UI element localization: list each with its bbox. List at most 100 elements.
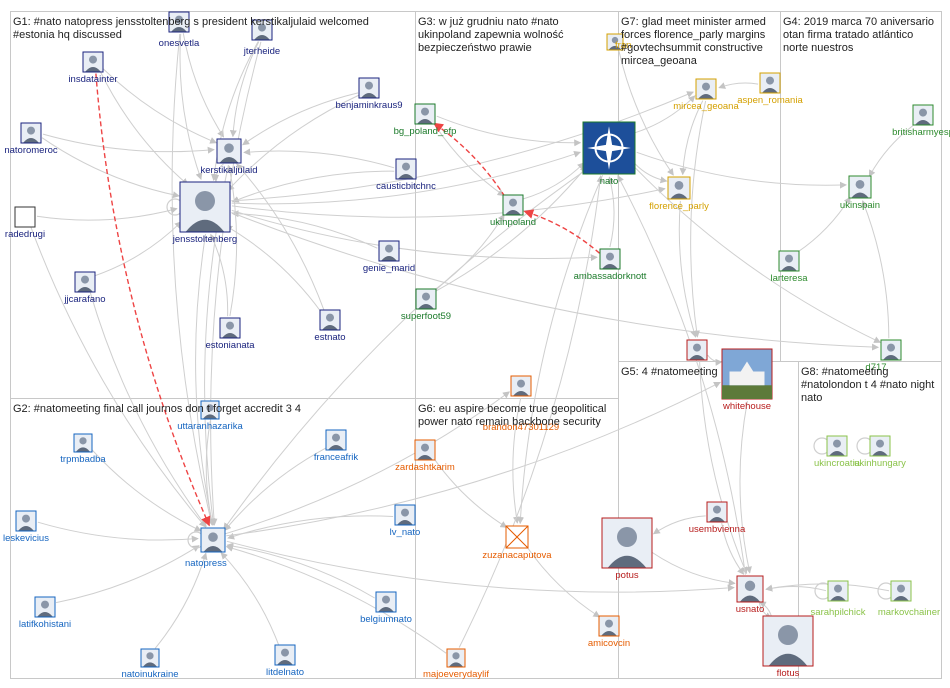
node-sarahpilchick[interactable]: sarahpilchick [811, 580, 866, 618]
edge [227, 94, 360, 192]
node-belgiumnato[interactable]: belgiumnato [360, 591, 412, 625]
node-ed717[interactable]: d717 [865, 339, 902, 373]
avatar-body [769, 653, 807, 666]
node-florence_parly[interactable]: florence_parly [649, 176, 709, 212]
edge [690, 100, 707, 338]
node-majoeverydaylif[interactable]: majoeverydaylif [423, 648, 489, 680]
node-leskevicius[interactable]: leskevicius [3, 510, 49, 544]
avatar-body [222, 332, 238, 338]
edge [210, 233, 229, 317]
nato-star-shape [587, 126, 631, 170]
group-title-line: ukinpoland zapewnia wolność [418, 29, 564, 41]
node-label: kerstikaljulaid [200, 165, 257, 176]
node-jensstoltenberg[interactable]: jensstoltenberg [172, 181, 237, 245]
edge [618, 51, 674, 176]
node-usembvienna[interactable]: usembvienna [689, 501, 746, 535]
node-label: ukinpoland [490, 217, 536, 228]
node-label: superfoot59 [401, 311, 451, 322]
avatar-head [421, 107, 429, 116]
node-jterheide[interactable]: jterheide [243, 19, 280, 57]
node-estonianata[interactable]: estonianata [205, 317, 255, 351]
node-insdatainter[interactable]: insdatainter [68, 51, 118, 85]
node-britisharmyesp[interactable]: britisharmyesp [892, 104, 950, 138]
node-fran[interactable]: fran [606, 33, 631, 51]
avatar-body [670, 193, 688, 199]
node-label: onesvetla [159, 38, 200, 49]
node-litdelnato[interactable]: litdelnato [266, 644, 304, 678]
node-larteresa[interactable]: larteresa [771, 250, 809, 284]
edge [636, 151, 847, 189]
group-title-line: #natolondon t 4 #nato night [801, 379, 934, 391]
avatar-head [332, 433, 340, 442]
avatar-head [224, 143, 234, 153]
edge [525, 545, 601, 618]
node-superfoot59[interactable]: superfoot59 [401, 288, 451, 322]
edge [42, 133, 215, 154]
avatar-body [740, 595, 760, 602]
avatar-head [421, 443, 429, 452]
node-g5node[interactable] [686, 339, 708, 361]
avatar-head [606, 252, 614, 261]
node-zuzanacaputova[interactable]: zuzanacaputova [482, 525, 552, 561]
edge [41, 137, 180, 199]
node-aspen_romania[interactable]: aspen_romania [737, 72, 803, 106]
node-ukincroatia[interactable]: ukincroatia [814, 435, 861, 469]
node-benjaminkraus9[interactable]: benjaminkraus9 [335, 77, 403, 111]
node-uttaranhazarika[interactable]: uttaranhazarika [177, 400, 243, 432]
node-bg_poland_efp[interactable]: bg_poland_efp [394, 103, 457, 137]
edge [95, 221, 182, 277]
edge [225, 391, 510, 535]
node-label: natopress [185, 558, 227, 569]
avatar-body [76, 447, 90, 452]
avatar-head [175, 15, 183, 24]
node-lv_nato[interactable]: lv_nato [390, 504, 421, 538]
node-natoromeroc[interactable]: natoromeroc [4, 122, 58, 156]
node-label: natoinukraine [121, 669, 178, 680]
node-radedrugi[interactable]: radedrugi [5, 206, 45, 240]
avatar-head [834, 584, 842, 593]
node-ukinpoland[interactable]: ukinpoland [490, 194, 536, 228]
node-natoinukraine[interactable]: natoinukraine [121, 648, 179, 680]
blank-avatar-icon [14, 206, 36, 228]
node-brandon[interactable]: brandon47301129 [483, 375, 559, 433]
node-flotus[interactable]: flotus [762, 615, 814, 679]
node-label: estonianata [205, 340, 255, 351]
node-markovchainer[interactable]: markovchainer [878, 580, 940, 618]
node-mircea_geoana[interactable]: mircea_geoana [673, 78, 739, 112]
avatar-head [778, 625, 798, 645]
avatar-body [18, 525, 34, 531]
node-genie_marid[interactable]: genie_marid [363, 240, 415, 274]
lawn-shape [722, 385, 772, 399]
node-ukinhungary[interactable]: ukinhungary [854, 435, 906, 469]
node-zardashtkarim[interactable]: zardashtkarim [395, 439, 455, 473]
edge [517, 175, 604, 525]
avatar-body [830, 595, 846, 601]
node-amicovcin[interactable]: amicovcin [588, 615, 630, 649]
node-onesvetla[interactable]: onesvetla [159, 11, 200, 49]
node-label: potus [615, 570, 638, 581]
node-usnato[interactable]: usnato [736, 575, 765, 615]
node-nato[interactable]: nato [582, 121, 636, 187]
avatar-body [505, 209, 521, 215]
node-whitehouse[interactable]: whitehouse [721, 348, 773, 412]
node-jjcarafano[interactable]: jjcarafano [63, 271, 106, 305]
node-franceafrik[interactable]: franceafrik [314, 429, 359, 463]
edge [30, 227, 206, 528]
node-latifkohistani[interactable]: latifkohistani [19, 596, 71, 630]
group-title-line: G6: eu aspire become true geopolitical [418, 403, 606, 415]
node-potus[interactable]: potus [601, 517, 653, 581]
node-trpmbadba[interactable]: trpmbadba [60, 433, 106, 465]
node-causticbitchnc[interactable]: causticbitchnc [376, 158, 436, 192]
node-estnato[interactable]: estnato [314, 309, 346, 343]
node-natopress[interactable]: natopress [185, 527, 227, 569]
node-label: mircea_geoana [673, 101, 739, 112]
node-ukinspain[interactable]: ukinspain [840, 175, 880, 211]
group-title-g6: G6: eu aspire become true geopolitical p… [418, 403, 609, 428]
node-label: larteresa [771, 273, 809, 284]
node-kerstikaljulaid[interactable]: kerstikaljulaid [200, 138, 258, 176]
nodes-layer: onesvetla jterheide insdatainter benjaminkr… [3, 11, 950, 680]
node-ambassadorknott[interactable]: ambassadorknott [574, 248, 647, 282]
node-label: causticbitchnc [376, 181, 436, 192]
avatar-body [381, 255, 397, 261]
edge [212, 163, 224, 182]
